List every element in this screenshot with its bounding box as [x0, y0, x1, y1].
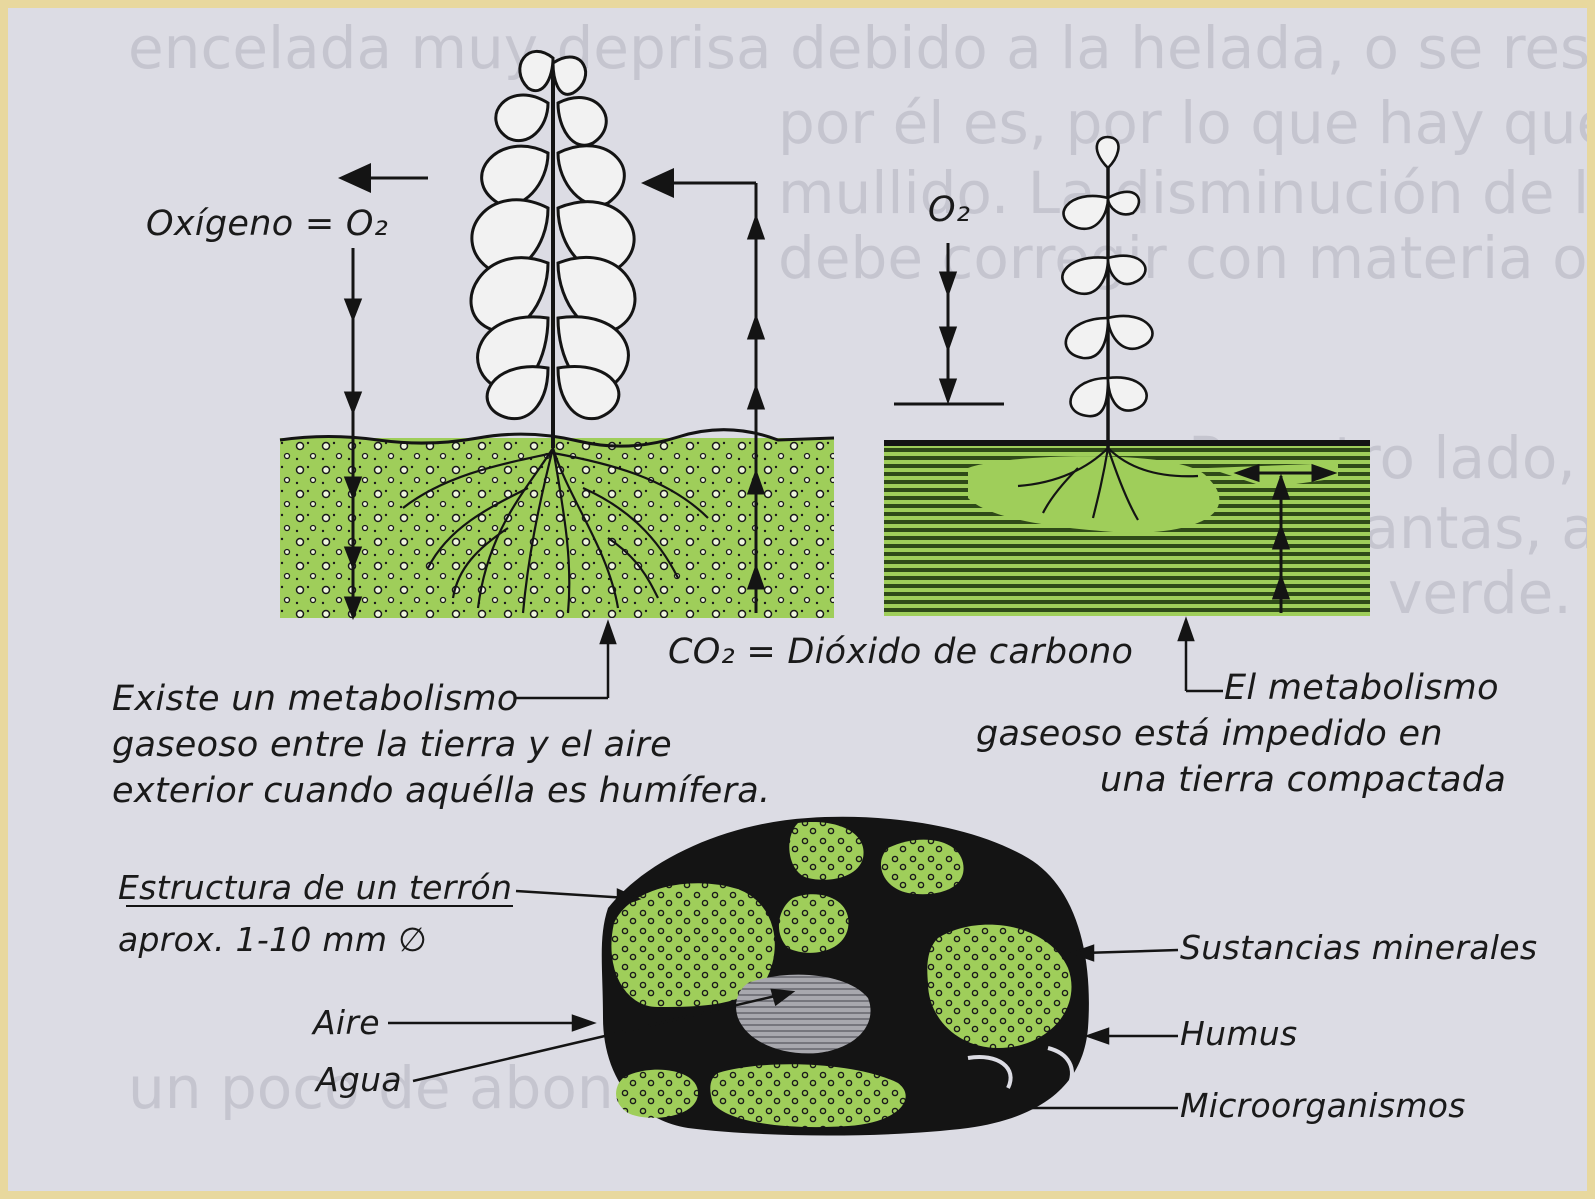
svg-text:verde.: verde. [1388, 559, 1572, 627]
leader-compacted [1179, 620, 1223, 691]
diagram-canvas: encelada muy deprisa debido a la helada,… [8, 8, 1587, 1191]
tall-plant [471, 51, 635, 448]
humiferous-line-3: exterior cuando aquélla es humífera. [112, 768, 770, 814]
svg-text:mullido. La disminución de la: mullido. La disminución de la capa de hu… [778, 159, 1587, 227]
svg-text:debe corregir con materia orgá: debe corregir con materia orgánica [778, 224, 1587, 292]
humiferous-line-1: Existe un metabolismo [112, 676, 770, 722]
svg-text:por él es, por lo que hay que: por él es, por lo que hay que regar a me… [778, 89, 1587, 157]
compacted-line-2: gaseoso está impedido en [976, 714, 1443, 754]
o2-label: O₂ [928, 190, 970, 230]
clod-title: Estructura de un terrón [118, 868, 512, 907]
sustancias-label: Sustancias minerales [1180, 928, 1537, 967]
agua-label: Agua [316, 1060, 402, 1099]
co2-label: CO₂ = Dióxido de carbono [668, 632, 1133, 672]
clod-size: aprox. 1-10 mm ∅ [118, 920, 427, 959]
compacted-soil-block [884, 440, 1370, 616]
humus-label: Humus [1180, 1014, 1297, 1053]
aire-label: Aire [313, 1003, 380, 1042]
oxygen-label: Oxígeno = O₂ [146, 204, 388, 244]
compacted-line-1: El metabolismo [1224, 668, 1499, 708]
book-page: encelada muy deprisa debido a la helada,… [8, 8, 1587, 1191]
humiferous-line-2: gaseoso entre la tierra y el aire [112, 722, 770, 768]
svg-text:encelada muy deprisa debido a: encelada muy deprisa debido a la helada,… [128, 14, 1587, 82]
soil-clod [602, 817, 1089, 1136]
humiferous-caption: Existe un metabolismo gaseoso entre la t… [112, 676, 770, 814]
micro-label: Microorganismos [1180, 1086, 1466, 1125]
compacted-line-3: una tierra compactada [1100, 760, 1506, 800]
